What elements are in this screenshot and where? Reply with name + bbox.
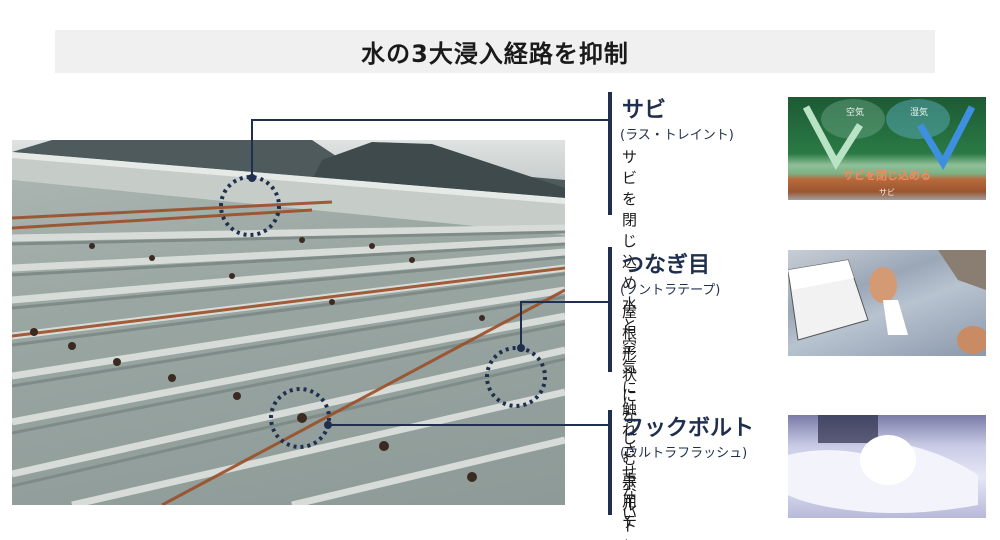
section-description: サビを閉じ込め 水と空気に 触れさせない (622, 148, 638, 523)
section-bracket-bar (608, 92, 612, 215)
humidity-label: 湿気 (910, 108, 929, 118)
seal-rust-band-label: サビを閉じ込める (843, 169, 931, 182)
title-bar: 水の3大浸入経路を抑制 (55, 30, 935, 73)
roof-photo (12, 140, 565, 505)
page-title: 水の3大浸入経路を抑制 (361, 40, 629, 68)
tape-application-image (788, 250, 986, 354)
bolt-coating-image (788, 415, 978, 514)
section-bracket-bar (608, 410, 612, 515)
rust-layer-label: サビ (879, 188, 895, 197)
section-subtitle: (ウルトラフラッシュ) (620, 446, 748, 461)
section-heading: つなぎ目 (622, 253, 711, 278)
section-heading: サビ (622, 98, 667, 123)
section-heading: フックボルト (622, 416, 755, 441)
air-label: 空気 (846, 108, 865, 118)
bolt-thumbnail (788, 415, 986, 518)
tape-thumbnail (788, 250, 986, 356)
section-subtitle: (ラス・トレイント) (620, 128, 734, 143)
section-description: ボルト部の隙間 を上塗剤でカバー (622, 475, 638, 540)
section-subtitle: (ソントラテープ) (620, 283, 721, 298)
airflow-arrows-icon (802, 99, 976, 171)
roof-illustration (12, 140, 565, 505)
rust-thumbnail: 空気 湿気 サビを閉じ込める サビ (788, 97, 986, 200)
section-bracket-bar (608, 247, 612, 372)
section-description: 屋根形状になじむ 専用テープと 塗膜で補強 (622, 303, 638, 540)
